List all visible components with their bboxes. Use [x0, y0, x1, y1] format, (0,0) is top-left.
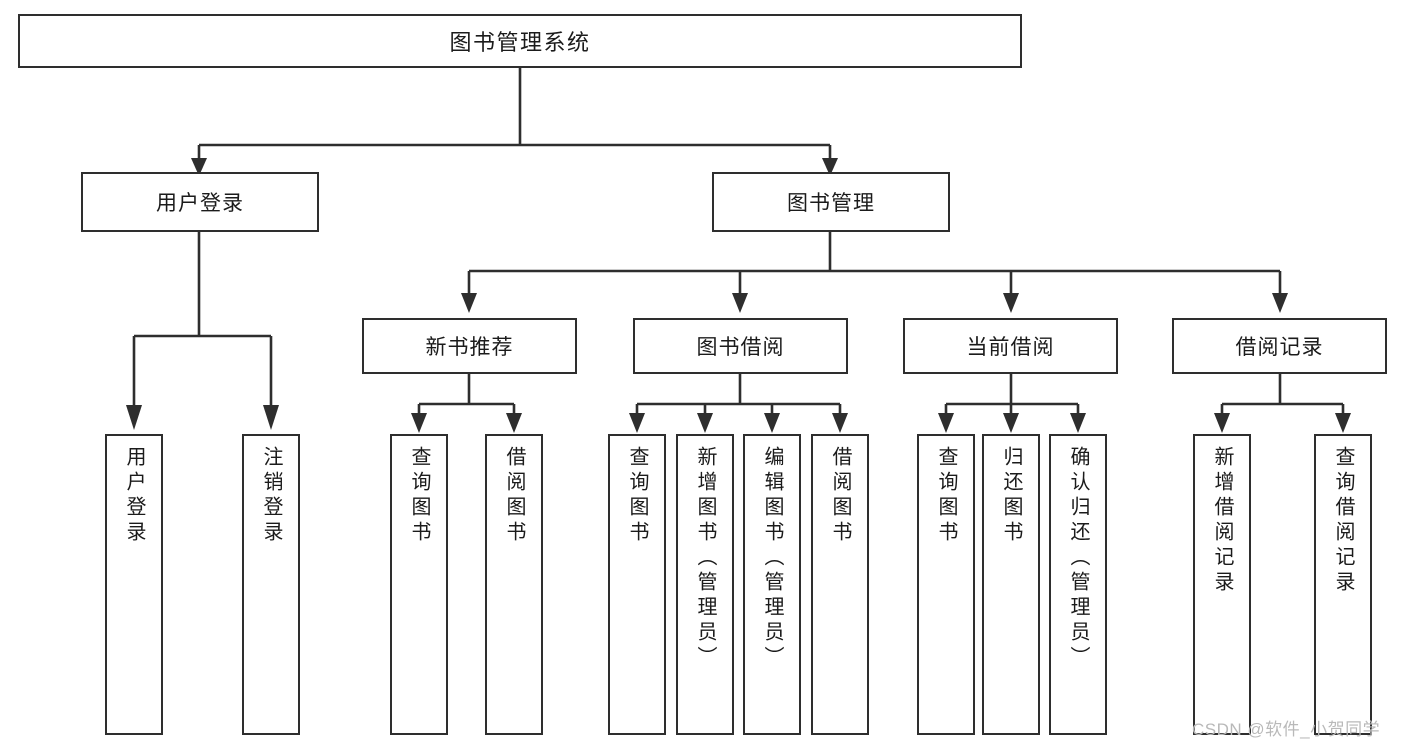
leaf-label: 查询借阅记录 [1332, 446, 1354, 596]
leaf-label: 注销登录 [260, 446, 282, 546]
leaf-label: 确认归还（管理员） [1067, 446, 1089, 671]
leaf-label: 新增图书（管理员） [694, 446, 716, 671]
node-label: 借阅记录 [1235, 336, 1324, 359]
leaf-book-borrow-query[interactable]: 查询图书 [608, 434, 666, 735]
leaf-label: 查询图书 [935, 446, 957, 546]
node-label: 新书推荐 [425, 336, 514, 359]
leaf-new-book-borrow[interactable]: 借阅图书 [485, 434, 543, 735]
leaf-label: 查询图书 [408, 446, 430, 546]
node-book-borrow[interactable]: 图书借阅 [633, 318, 848, 374]
leaf-label: 新增借阅记录 [1211, 446, 1233, 596]
leaf-book-borrow-add[interactable]: 新增图书（管理员） [676, 434, 734, 735]
leaf-user-login-logout[interactable]: 注销登录 [242, 434, 300, 735]
node-current-borrow[interactable]: 当前借阅 [903, 318, 1118, 374]
node-book-management[interactable]: 图书管理 [712, 172, 950, 232]
leaf-current-borrow-query[interactable]: 查询图书 [917, 434, 975, 735]
node-borrow-record[interactable]: 借阅记录 [1172, 318, 1387, 374]
leaf-borrow-record-add[interactable]: 新增借阅记录 [1193, 434, 1251, 735]
leaf-book-borrow-edit[interactable]: 编辑图书（管理员） [743, 434, 801, 735]
leaf-label: 用户登录 [123, 446, 145, 546]
leaf-label: 归还图书 [1000, 446, 1022, 546]
leaf-current-borrow-return[interactable]: 归还图书 [982, 434, 1040, 735]
csdn-watermark: CSDN @软件_小贺同学 [1192, 720, 1381, 739]
node-label: 当前借阅 [966, 336, 1055, 359]
node-new-book-recommend[interactable]: 新书推荐 [362, 318, 577, 374]
leaf-label: 借阅图书 [503, 446, 525, 546]
node-label: 图书管理 [787, 192, 875, 215]
node-label: 图书管理系统 [449, 30, 591, 55]
leaf-user-login-login[interactable]: 用户登录 [105, 434, 163, 735]
leaf-label: 编辑图书（管理员） [761, 446, 783, 671]
node-root-system[interactable]: 图书管理系统 [18, 14, 1022, 68]
leaf-current-borrow-confirm-return[interactable]: 确认归还（管理员） [1049, 434, 1107, 735]
leaf-borrow-record-query[interactable]: 查询借阅记录 [1314, 434, 1372, 735]
node-label: 用户登录 [156, 192, 244, 215]
node-user-login[interactable]: 用户登录 [81, 172, 319, 232]
leaf-book-borrow-borrow[interactable]: 借阅图书 [811, 434, 869, 735]
leaf-label: 查询图书 [626, 446, 648, 546]
leaf-new-book-query[interactable]: 查询图书 [390, 434, 448, 735]
leaf-label: 借阅图书 [829, 446, 851, 546]
node-label: 图书借阅 [696, 336, 785, 359]
